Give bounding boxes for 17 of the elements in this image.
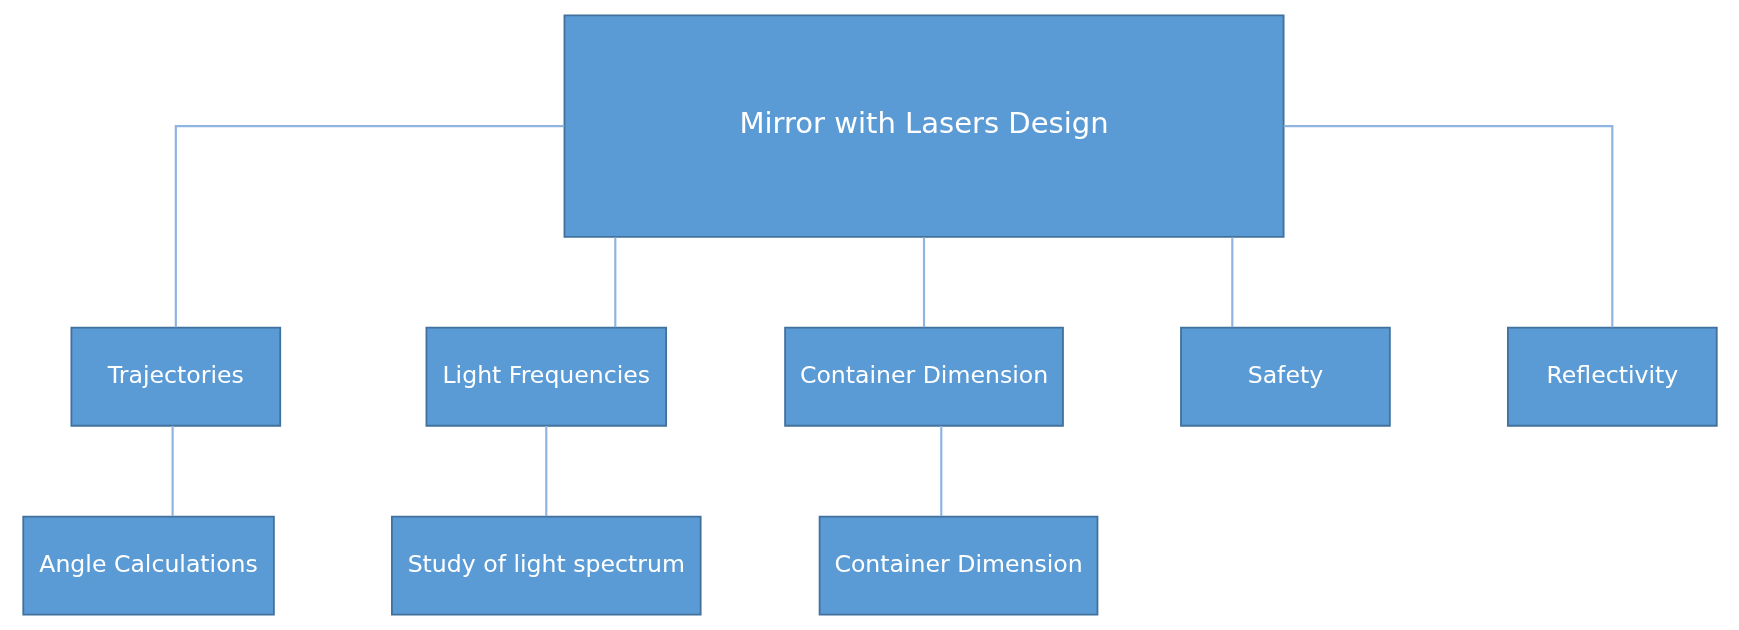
connector <box>171 425 174 517</box>
node-box: Angle Calculations <box>21 515 275 616</box>
connector <box>922 237 925 328</box>
connector <box>613 237 616 328</box>
connector <box>1283 125 1613 328</box>
node-box: Mirror with Lasers Design <box>563 14 1284 238</box>
node-box: Container Dimension <box>783 326 1064 427</box>
node-box: Reflectivity <box>1506 326 1718 427</box>
node-box: Safety <box>1179 326 1391 427</box>
node-box: Light Frequencies <box>425 326 667 427</box>
node-box: Container Dimension <box>818 515 1098 616</box>
connector <box>939 425 942 517</box>
connector <box>1230 237 1233 328</box>
node-box: Study of light spectrum <box>390 515 702 616</box>
connector <box>174 125 564 328</box>
connector <box>544 425 547 517</box>
node-box: Trajectories <box>70 326 281 427</box>
